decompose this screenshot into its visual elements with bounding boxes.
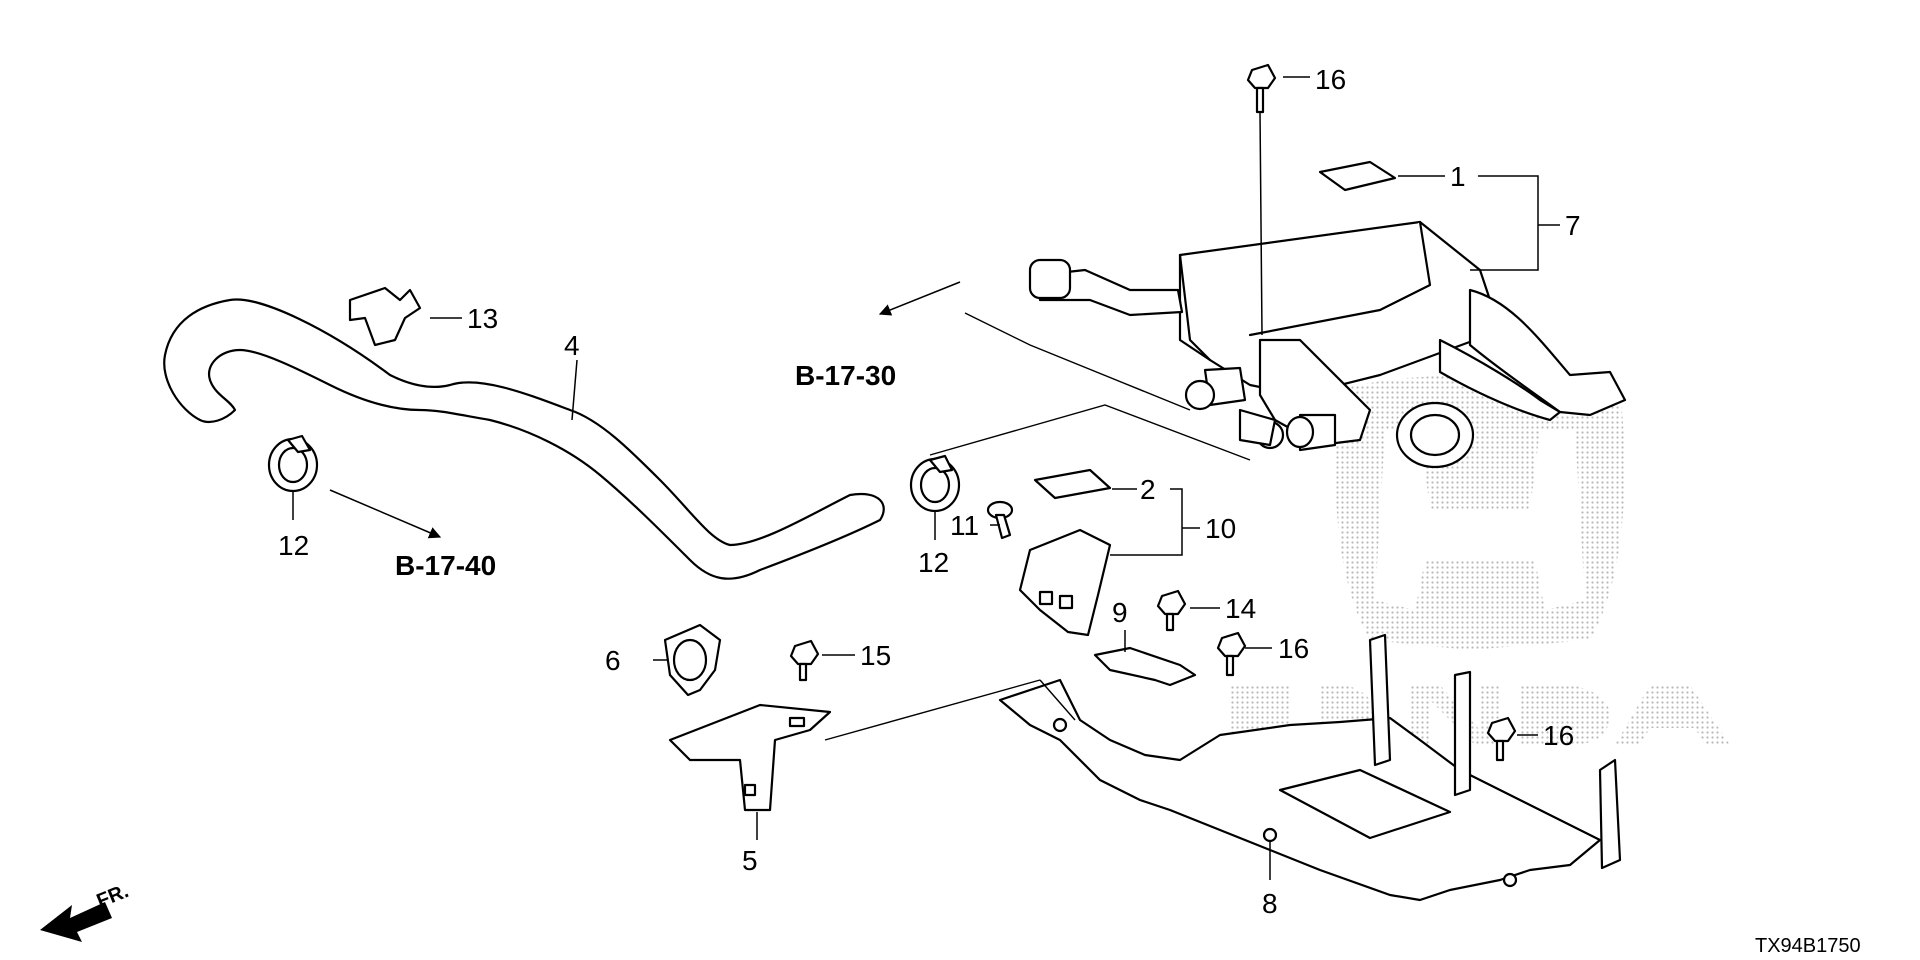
section-ref-b-17-40[interactable]: B-17-40 [395, 550, 496, 581]
part-14-bolt [1156, 589, 1187, 632]
part-15-bolt [789, 639, 820, 682]
front-direction-arrow-icon [40, 902, 112, 942]
callout-8: 8 [1262, 888, 1278, 919]
callout-1: 1 [1450, 161, 1466, 192]
part-13-clip [348, 286, 422, 347]
part-11-screw [986, 500, 1014, 540]
part-1-label [1318, 160, 1397, 192]
callout-16-top: 16 [1315, 64, 1346, 95]
callout-6: 6 [605, 645, 621, 676]
part-12-clamp-left [267, 434, 319, 493]
front-marker-label: FR. [94, 880, 132, 912]
part-7-unit-assembly [1028, 220, 1627, 469]
callout-5: 5 [742, 845, 758, 876]
callout-12-right: 12 [918, 547, 949, 578]
ref-arrow-b-17-30 [878, 281, 961, 316]
part-12-clamp-right [909, 454, 961, 513]
callout-4: 4 [564, 330, 580, 361]
callout-9: 9 [1112, 597, 1128, 628]
part-6-grommet [663, 623, 722, 697]
part-16-bolt-mid [1216, 631, 1247, 677]
callout-13: 13 [467, 303, 498, 334]
part-2-label [1033, 468, 1112, 500]
part-4-hose [163, 298, 885, 580]
callout-2: 2 [1140, 474, 1156, 505]
callout-12-left: 12 [278, 530, 309, 561]
callout-14: 14 [1225, 593, 1256, 624]
part-5-bracket [668, 703, 832, 812]
diagram-code: TX94B1750 [1755, 935, 1861, 957]
callout-16-mid: 16 [1278, 633, 1309, 664]
part-10-bracket [1018, 528, 1112, 637]
ref-arrow-b-17-40 [329, 489, 442, 539]
leader-lines [292, 76, 1560, 880]
part-8-base-plate [998, 633, 1622, 902]
callout-15: 15 [860, 640, 891, 671]
callout-16-right: 16 [1543, 720, 1574, 751]
callout-10: 10 [1205, 513, 1236, 544]
section-ref-b-17-30[interactable]: B-17-30 [795, 360, 896, 391]
part-16-bolt-right [1486, 716, 1517, 762]
callout-11: 11 [950, 510, 979, 541]
part-9-bracket [1093, 646, 1197, 687]
callout-7: 7 [1565, 210, 1581, 241]
part-16-bolt-top [1246, 63, 1277, 114]
